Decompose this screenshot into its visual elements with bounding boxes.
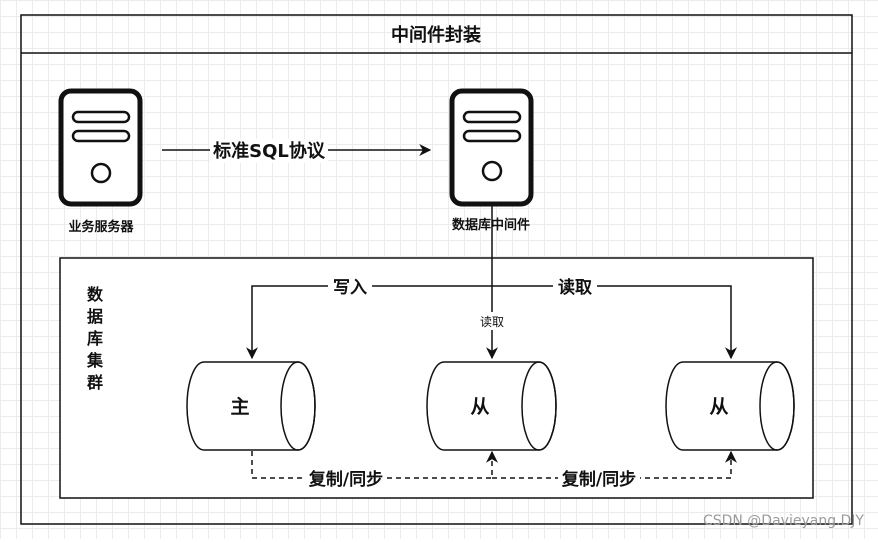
- frame-title: 中间件封装: [391, 24, 481, 46]
- cluster-label: 数 据 库 集 群: [86, 285, 104, 392]
- write-label: 写入: [333, 278, 367, 298]
- master-label: 主: [230, 396, 249, 418]
- app-server-icon: [58, 88, 143, 207]
- read-top-label-bg: [553, 276, 597, 296]
- watermark: CSDN @Davieyang.DJY: [702, 513, 864, 529]
- slave-db-2: [665, 361, 795, 451]
- replicate-arrow-2: [492, 450, 737, 479]
- slave-1-label: 从: [470, 396, 489, 418]
- app-server-label: 业务服务器: [68, 219, 134, 235]
- read-top-label: 读取: [558, 277, 592, 298]
- replicate-2-label: 复制/同步: [561, 469, 636, 490]
- cluster-label-char: 据: [87, 307, 103, 326]
- middleware-label: 数据库中间件: [452, 217, 530, 233]
- cluster-label-char: 群: [87, 373, 103, 392]
- master-db: [186, 361, 316, 451]
- middleware-server-icon: [449, 88, 534, 207]
- slave-db-1: [426, 361, 557, 451]
- replicate-1-label: 复制/同步: [308, 469, 383, 490]
- read-mid-label: 读取: [480, 315, 504, 329]
- protocol-label: 标准SQL协议: [212, 140, 326, 162]
- cluster-label-char: 数: [87, 285, 104, 304]
- replicate-2-label-bg: [558, 467, 640, 489]
- cluster-label-char: 库: [87, 329, 103, 348]
- replicate-1-label-bg: [305, 467, 387, 489]
- read-mid-label-bg: [476, 312, 508, 330]
- cluster-label-char: 集: [86, 351, 104, 370]
- write-label-bg: [328, 276, 372, 296]
- write-arrow: [246, 285, 492, 360]
- outer-frame: [20, 14, 853, 525]
- slave-2-label: 从: [709, 396, 728, 418]
- protocol-label-bg: [210, 139, 328, 163]
